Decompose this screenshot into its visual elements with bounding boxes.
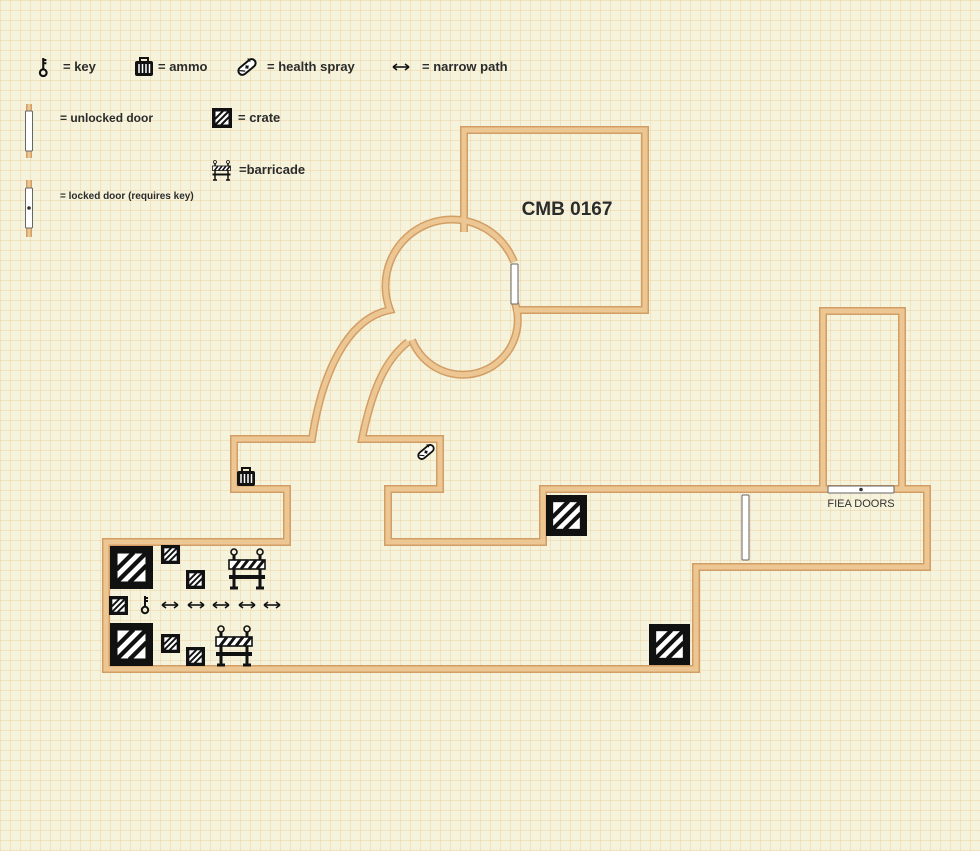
room-label-fiea: FIEA DOORS	[827, 498, 894, 510]
narrow-path-icon	[212, 601, 230, 609]
health-spray-icon	[415, 442, 437, 462]
legend-locked-door: = locked door (requires key)	[60, 191, 194, 202]
barricade-icon	[214, 624, 254, 667]
legend-barricade: =barricade	[239, 162, 305, 177]
legend: = key = ammo = health spray = narrow pat…	[25, 56, 508, 237]
room-label-cmb: CMB 0167	[522, 199, 613, 220]
crate-icon	[110, 546, 153, 589]
narrow-path-icon	[161, 601, 179, 609]
barricade-icon	[211, 159, 232, 181]
legend-crate: = crate	[238, 110, 280, 125]
crate-icon	[185, 569, 206, 590]
key-icon	[38, 56, 48, 78]
health-spray-icon	[235, 56, 259, 78]
legend-ammo: = ammo	[158, 59, 208, 74]
crate-icon	[211, 107, 233, 129]
narrow-path-icon	[263, 601, 281, 609]
crate-icon	[160, 633, 181, 654]
legend-health-spray: = health spray	[267, 59, 356, 74]
legend-unlocked-door: = unlocked door	[60, 111, 153, 125]
unlocked-door-cmb[interactable]	[510, 263, 519, 305]
map-items	[108, 442, 690, 667]
lock-dot-icon	[27, 206, 31, 210]
narrow-path-icon	[187, 601, 205, 609]
crate-icon	[185, 646, 206, 667]
crate-icon	[108, 595, 129, 616]
crate-icon	[110, 623, 153, 666]
ammo-icon	[236, 467, 256, 487]
walls	[102, 126, 931, 673]
key-icon	[140, 595, 150, 615]
narrow-path-icon	[238, 601, 256, 609]
unlocked-door-icon	[25, 110, 33, 152]
lock-dot-icon	[859, 487, 863, 492]
legend-narrow-path: = narrow path	[422, 59, 508, 74]
unlocked-door-hall[interactable]	[741, 494, 750, 561]
doors	[510, 263, 895, 561]
narrow-path-icon	[392, 63, 410, 71]
crate-icon	[649, 624, 690, 665]
legend-key: = key	[63, 59, 97, 74]
crate-icon	[160, 544, 181, 565]
barricade-icon	[227, 547, 267, 590]
ammo-icon	[134, 57, 154, 77]
crate-icon	[546, 495, 587, 536]
